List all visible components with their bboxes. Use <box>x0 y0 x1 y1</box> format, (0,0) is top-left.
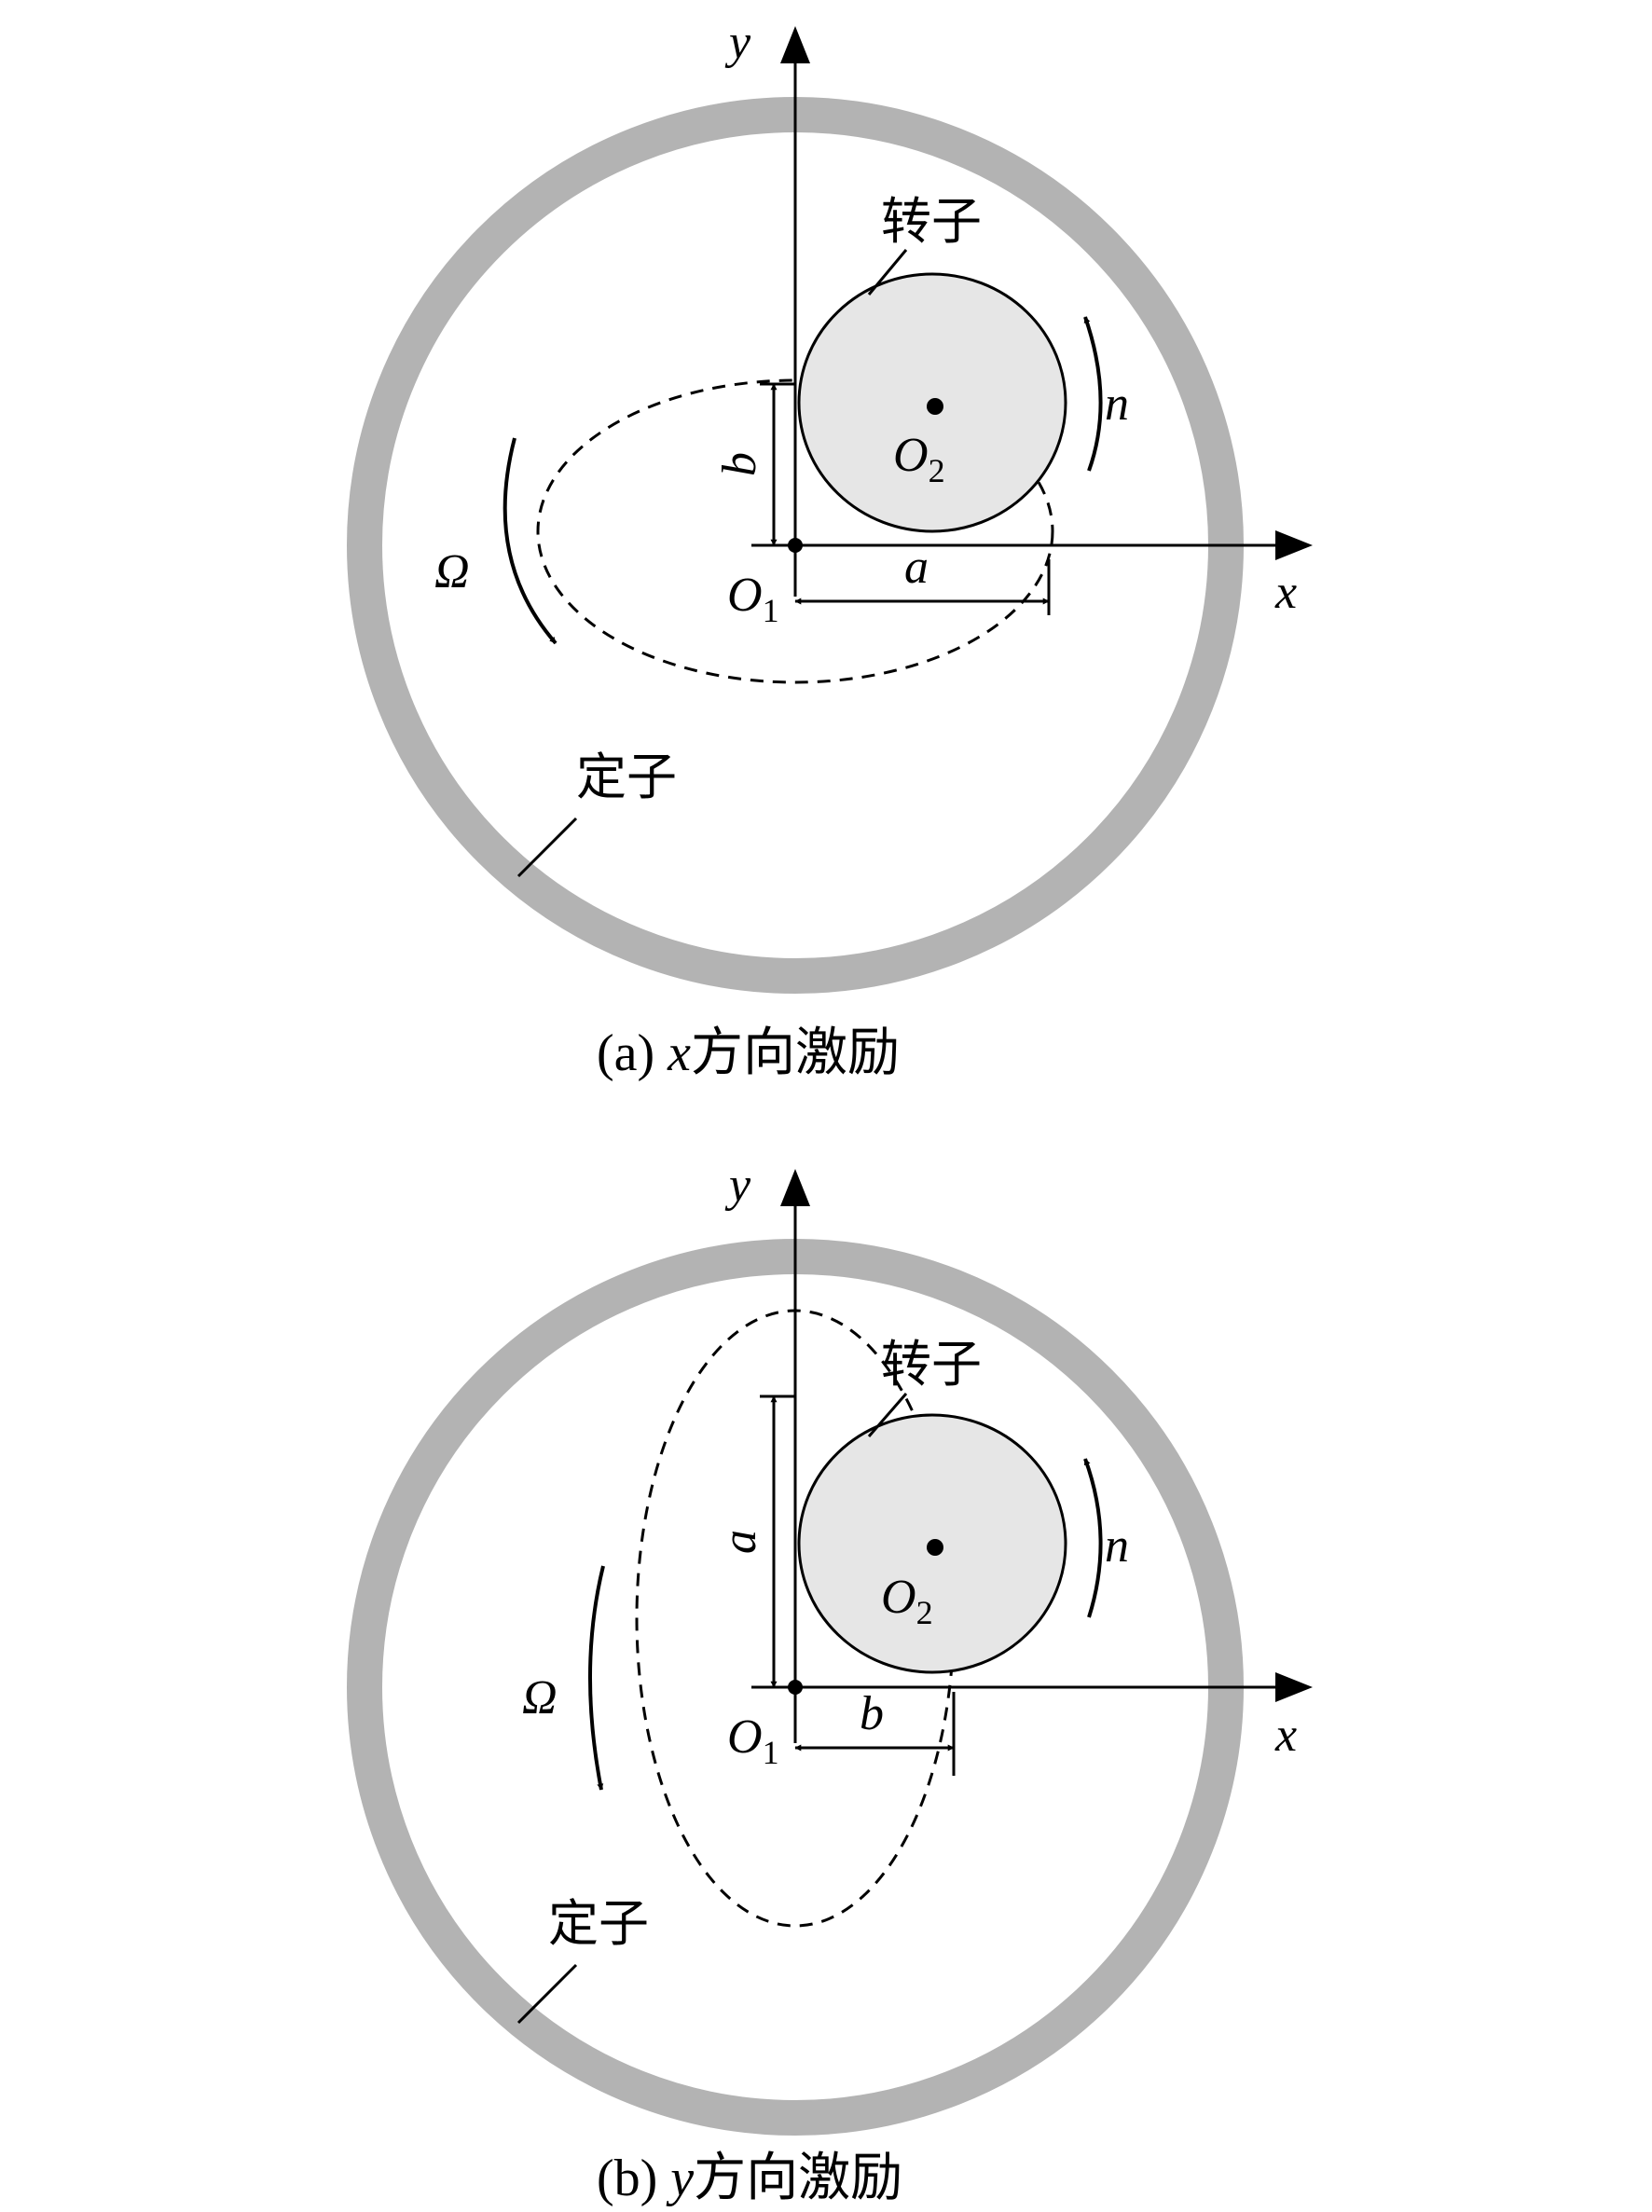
panel-a: y x 转子 定子 n Ω a b O1 O2 (a) x方向激励 <box>347 16 1313 1083</box>
rotor-label: 转子 <box>881 1335 982 1394</box>
y-axis-arrowhead <box>780 26 810 63</box>
n-label: n <box>1105 378 1129 431</box>
origin-dot <box>788 1680 803 1695</box>
y-axis-label: y <box>724 1159 751 1212</box>
omega-arrow <box>588 1565 605 1791</box>
rotor-label: 转子 <box>881 192 982 251</box>
omega-label: Ω <box>522 1671 558 1724</box>
caption-a: (a) x方向激励 <box>597 1023 900 1083</box>
y-axis-arrowhead <box>780 1169 810 1206</box>
n-label: n <box>1105 1519 1129 1573</box>
origin-dot <box>788 538 803 553</box>
origin-label: O1 <box>727 569 779 629</box>
dim-a-label: a <box>713 1530 766 1554</box>
rotor-center-label: O2 <box>893 429 945 489</box>
stator-label: 定子 <box>576 748 677 806</box>
panel-b: y x 转子 定子 n Ω b a O1 O2 (b) y方向激励 <box>347 1159 1313 2208</box>
stator-label: 定子 <box>548 1894 649 1953</box>
stator-leader <box>516 1963 578 2025</box>
omega-arrow <box>502 437 558 645</box>
x-axis-label: x <box>1274 1709 1297 1762</box>
n-arrow <box>1083 316 1103 472</box>
y-axis-label: y <box>724 16 751 69</box>
caption-b: (b) y方向激励 <box>597 2148 902 2208</box>
x-axis-label: x <box>1274 566 1297 619</box>
dim-b-label: b <box>860 1687 884 1740</box>
x-axis-arrowhead <box>1275 1672 1313 1702</box>
rotor-leader <box>867 1393 908 1437</box>
origin-label: O1 <box>727 1711 779 1771</box>
x-axis-arrowhead <box>1275 530 1313 560</box>
stator-leader <box>516 817 578 878</box>
dim-a-label: a <box>904 541 929 594</box>
rotor-leader <box>867 249 908 295</box>
dim-b-label: b <box>713 452 766 476</box>
omega-label: Ω <box>434 545 470 598</box>
rotor-center-dot <box>927 1539 943 1556</box>
rotor-center-dot <box>927 398 943 415</box>
n-arrow <box>1083 1458 1103 1618</box>
orbit-ellipse <box>536 378 1054 684</box>
rotor-center-label: O2 <box>881 1571 933 1631</box>
